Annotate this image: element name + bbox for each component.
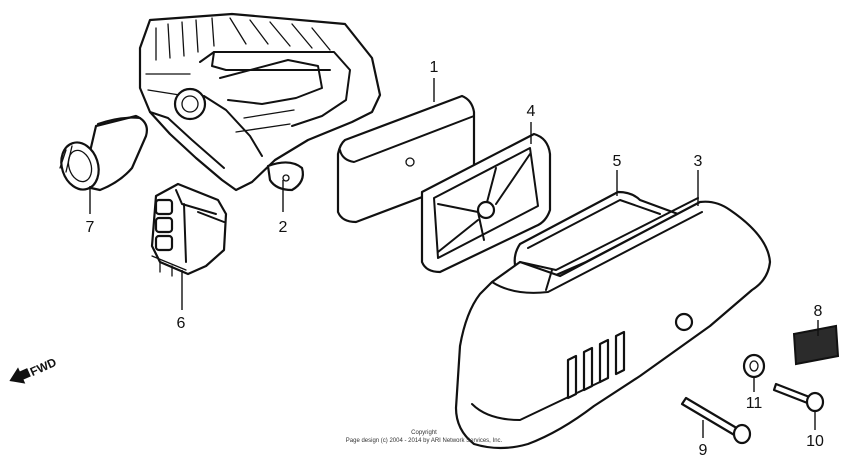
callout-9: 9 [699, 442, 708, 459]
callout-5: 5 [613, 153, 622, 170]
callout-6: 6 [177, 315, 186, 332]
forward-direction-indicator: FWD [9, 355, 59, 384]
callout-2: 2 [279, 219, 288, 236]
fwd-label: FWD [28, 355, 59, 379]
air-cleaner-cover [454, 197, 772, 450]
callout-10: 10 [806, 433, 824, 450]
bolt-9 [680, 396, 752, 445]
washer [742, 353, 766, 379]
callout-4: 4 [527, 103, 536, 120]
connector-block [150, 182, 228, 277]
copyright-title: Copyright [411, 430, 437, 436]
intake-tube [59, 114, 148, 192]
copyright-line: Page design (c) 2004 - 2014 by ARI Netwo… [346, 438, 503, 444]
label-sticker [792, 324, 840, 366]
callout-11: 11 [746, 395, 763, 412]
callout-1: 1 [430, 59, 439, 76]
filter-frame [420, 132, 552, 274]
arrow-left-icon [9, 367, 31, 384]
callout-7: 7 [86, 219, 95, 236]
callout-3: 3 [694, 153, 703, 170]
air-cleaner-case [138, 12, 382, 192]
callout-8: 8 [814, 303, 823, 320]
bolt-10 [772, 382, 825, 413]
